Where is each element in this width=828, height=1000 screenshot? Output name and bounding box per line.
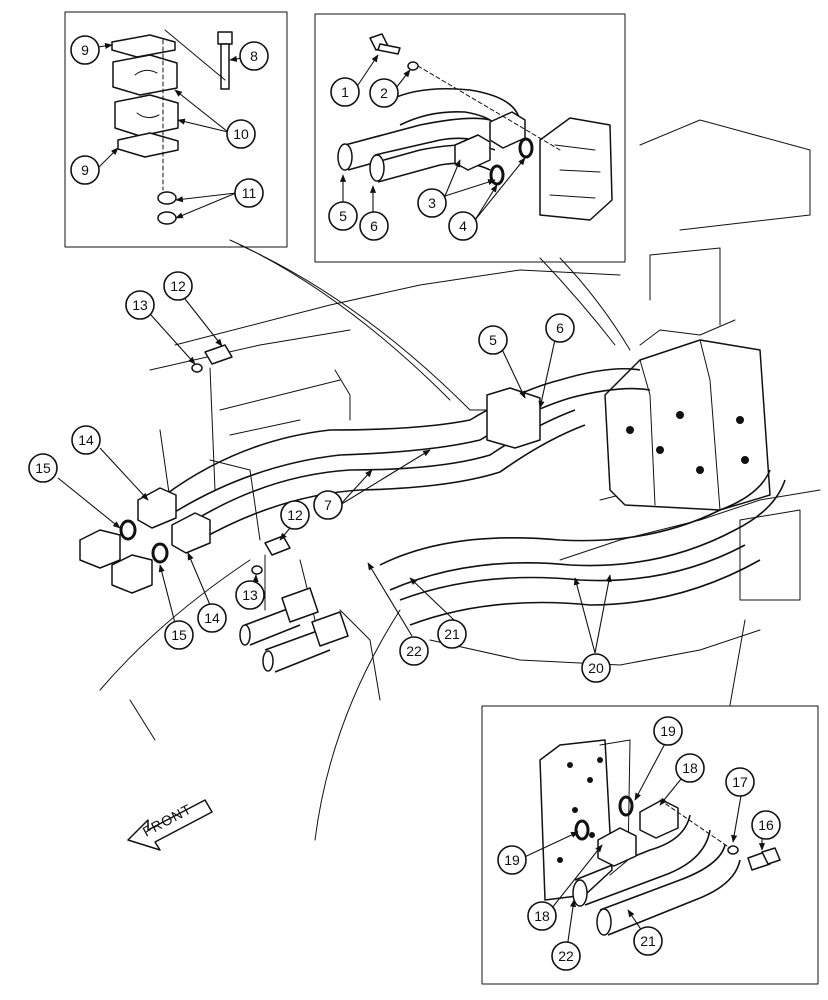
svg-text:18: 18	[534, 908, 550, 924]
svg-text:13: 13	[242, 587, 258, 603]
callout-13-upper: 13	[125, 290, 155, 320]
svg-text:18: 18	[682, 760, 698, 776]
front-direction-arrow: FRONT	[127, 799, 213, 851]
svg-text:5: 5	[489, 332, 497, 348]
callout-10: 10	[226, 119, 256, 149]
svg-text:9: 9	[81, 42, 89, 58]
callout-17: 17	[725, 767, 755, 797]
callout-13-lower: 13	[235, 580, 265, 610]
callout-18-upper: 18	[675, 753, 705, 783]
main-assembly	[79, 339, 786, 673]
svg-text:13: 13	[132, 297, 148, 313]
svg-text:6: 6	[556, 320, 564, 336]
callout-5-main: 5	[478, 325, 508, 355]
svg-text:12: 12	[287, 507, 303, 523]
svg-text:2: 2	[380, 85, 388, 101]
svg-text:3: 3	[428, 195, 436, 211]
svg-text:14: 14	[78, 432, 94, 448]
svg-text:16: 16	[758, 817, 774, 833]
svg-text:1: 1	[341, 84, 349, 100]
svg-text:5: 5	[339, 208, 347, 224]
callout-2: 2	[369, 78, 399, 108]
svg-text:12: 12	[170, 278, 186, 294]
svg-text:15: 15	[35, 460, 51, 476]
callout-21-inset: 21	[633, 926, 663, 956]
svg-text:21: 21	[640, 933, 656, 949]
callout-19-upper: 19	[653, 716, 683, 746]
svg-text:22: 22	[558, 948, 574, 964]
callout-14-lower: 14	[197, 603, 227, 633]
inset-flange-connection	[314, 13, 626, 263]
svg-text:11: 11	[242, 185, 257, 201]
callout-6: 6	[359, 211, 389, 241]
callout-21-main: 21	[437, 619, 467, 649]
callout-1: 1	[330, 77, 360, 107]
callout-20: 20	[581, 653, 611, 683]
callout-22-main: 22	[399, 636, 429, 666]
callout-9-top: 9	[70, 35, 100, 65]
callout-12-upper: 12	[163, 271, 193, 301]
callout-15-upper: 15	[28, 453, 58, 483]
callout-4: 4	[448, 211, 478, 241]
svg-text:15: 15	[171, 627, 187, 643]
callout-22-inset: 22	[551, 941, 581, 971]
callout-6-main: 6	[545, 313, 575, 343]
callout-18-lower: 18	[527, 901, 557, 931]
svg-text:19: 19	[504, 852, 520, 868]
callout-7: 7	[313, 490, 343, 520]
callout-9-bottom: 9	[70, 155, 100, 185]
svg-text:20: 20	[588, 660, 604, 676]
callout-12-lower: 12	[280, 500, 310, 530]
callout-19-lower: 19	[497, 845, 527, 875]
svg-text:9: 9	[81, 162, 89, 178]
callout-8: 8	[239, 41, 269, 71]
callout-11: 11	[234, 178, 264, 208]
svg-text:10: 10	[233, 126, 249, 142]
svg-text:22: 22	[406, 643, 422, 659]
svg-text:21: 21	[444, 626, 460, 642]
machine-frame	[99, 119, 821, 841]
svg-text:8: 8	[250, 48, 258, 64]
svg-text:4: 4	[459, 218, 467, 234]
callout-16: 16	[751, 810, 781, 840]
callout-3: 3	[417, 188, 447, 218]
svg-text:6: 6	[370, 218, 378, 234]
callout-14-upper: 14	[71, 425, 101, 455]
svg-text:14: 14	[204, 610, 220, 626]
inset-valve-detail	[481, 705, 819, 985]
svg-text:7: 7	[324, 497, 332, 513]
callout-5: 5	[328, 201, 358, 231]
svg-text:19: 19	[660, 723, 676, 739]
callout-15-lower: 15	[164, 620, 194, 650]
svg-text:17: 17	[732, 774, 748, 790]
